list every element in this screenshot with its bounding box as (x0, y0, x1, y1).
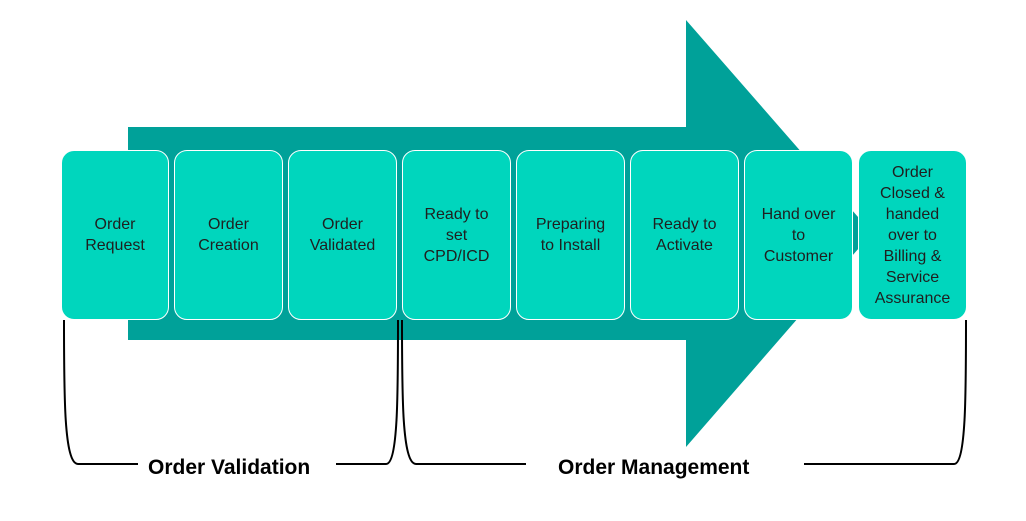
stage-order-closed: Order Closed & handed over to Billing & … (858, 150, 967, 320)
stage-label: Ready to Activate (652, 216, 717, 254)
stage-label: Order Request (85, 216, 145, 254)
group-label-order-management: Order Management (548, 454, 760, 482)
bracket-order-validation (63, 319, 399, 465)
stage-label: Order Closed & handed over to Billing & … (874, 163, 951, 307)
stage-label: Order Creation (198, 216, 259, 254)
stage-label: Preparing to Install (535, 216, 606, 254)
group-label-order-validation: Order Validation (138, 454, 321, 482)
stage-order-request: Order Request (61, 150, 169, 320)
stage-label: Ready to set CPD/ICD (423, 205, 490, 265)
stage-ready-to-activate: Ready to Activate (630, 150, 739, 320)
stage-order-validated: Order Validated (288, 150, 397, 320)
stage-label: Order Validated (309, 216, 376, 254)
bracket-order-management (401, 319, 967, 465)
stage-preparing-to-install: Preparing to Install (516, 150, 625, 320)
stage-ready-to-set-cpd-icd: Ready to set CPD/ICD (402, 150, 511, 320)
stage-order-creation: Order Creation (174, 150, 283, 320)
stage-label: Hand over to Customer (761, 205, 836, 265)
stage-hand-over-to-customer: Hand over to Customer (744, 150, 853, 320)
